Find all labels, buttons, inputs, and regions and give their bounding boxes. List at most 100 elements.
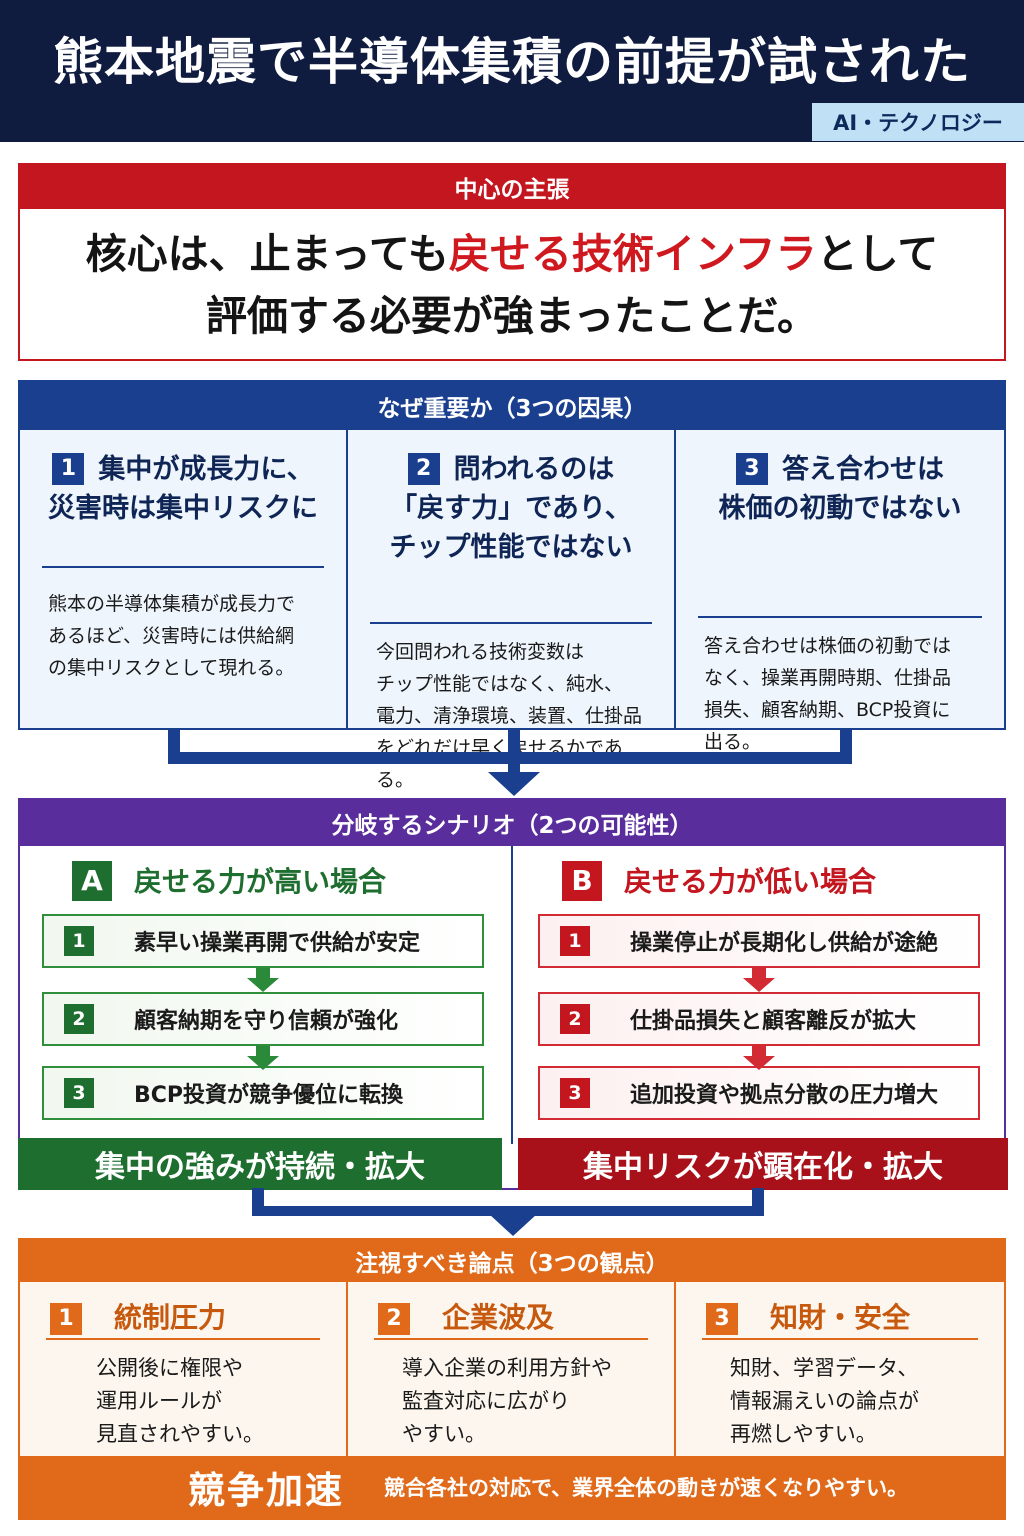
number-badge: 3 [735,453,768,485]
scenario-a-step-2: 2 顧客納期を守り信頼が強化 [42,992,484,1046]
claim-line-1-pre: 核心は、止まっても [85,230,449,278]
down-arrow-icon [247,978,279,992]
text-line: 監査対応に広がり [401,1389,570,1413]
divider [701,1338,978,1340]
step-number: 2 [64,1004,94,1034]
step-number: 3 [560,1078,590,1108]
scenario-panel: 分岐するシナリオ（2つの可能性） A 戻せる力が高い場合 B 戻せる力が低い場合 1… [18,798,1008,1190]
arrow-stem [256,1046,270,1056]
step-number: 1 [64,926,94,956]
step-label: BCP投資が競争優位に転換 [134,1083,404,1108]
text-line: やすい。 [401,1422,486,1446]
claim-line-2: 評価する必要が強まったことだ。 [205,292,819,340]
why-title-line: 答え合わせは [781,454,944,485]
why-title-line: チップ性能ではない [389,532,633,563]
scenario-b-title: B 戻せる力が低い場合 [562,860,876,901]
points-footer: 競争加速 競合各社の対応で、業界全体の動きが速くなりやすい。 [20,1456,1004,1518]
step-label: 仕掛品損失と顧客離反が拡大 [630,1009,917,1034]
text-line: 今回問われる技術変数は [375,641,585,663]
point-title-text: 統制圧力 [114,1301,227,1334]
point-title: 2 企業波及 [377,1296,654,1336]
step-label: 操業停止が長期化し供給が途絶 [630,931,939,956]
down-arrow-icon [488,772,540,796]
scenario-b-result: 集中リスクが顕在化・拡大 [518,1138,1008,1190]
text-line: 導入企業の利用方針や [401,1356,612,1380]
scenario-a-step-1: 1 素早い操業再開で供給が安定 [42,914,484,968]
text-line: チップ性能ではなく、純水、 [375,673,623,695]
divider [46,1338,320,1340]
point-text: 知財、学習データ、 情報漏えいの論点が 再燃しやすい。 [730,1352,919,1451]
why-title-line: 問われるのは [453,454,615,485]
down-arrow-icon [743,1056,775,1070]
text-line: 再燃しやすい。 [729,1422,877,1446]
why-heading: なぜ重要か（3つの因果） [20,382,1004,430]
why-title-line: 災害時は集中リスクに [47,493,318,524]
down-arrow-icon [489,1214,537,1236]
step-number: 1 [560,926,590,956]
letter-badge: A [72,861,112,901]
claim-line-1: 核心は、止まっても戻せる技術インフラとして [20,223,1004,285]
point-text: 導入企業の利用方針や 監査対応に広がり やすい。 [402,1352,612,1451]
text-line: 見直されやすい。 [96,1422,264,1446]
scenario-a-title-text: 戻せる力が高い場合 [134,865,387,898]
scenario-a-title: A 戻せる力が高い場合 [72,860,386,901]
scenario-b-step-3: 3 追加投資や拠点分散の圧力増大 [538,1066,980,1120]
point-text: 公開後に権限や 運用ルールが 見直されやすい。 [96,1352,264,1451]
scenario-b-title-text: 戻せる力が低い場合 [624,865,877,898]
text-line: 運用ルールが [96,1389,222,1413]
text-line: あるほど、災害時には供給網 [48,625,295,647]
footer-keyword: 競争加速 [188,1469,344,1512]
step-label: 追加投資や拠点分散の圧力増大 [630,1083,939,1108]
claim-heading: 中心の主張 [20,165,1004,209]
text-line: なく、操業再開時期、仕掛品 [703,667,951,689]
text-line: 情報漏えいの論点が [729,1389,919,1413]
scenario-b-step-1: 1 操業停止が長期化し供給が途絶 [538,914,980,968]
point-title-text: 企業波及 [441,1301,554,1334]
step-label: 顧客納期を守り信頼が強化 [134,1009,399,1034]
header-banner: 熊本地震で半導体集積の前提が試された AI・テクノロジー [0,0,1024,142]
scenario-heading: 分岐するシナリオ（2つの可能性） [20,800,1004,846]
down-arrow-icon [743,978,775,992]
central-claim-panel: 中心の主張 核心は、止まっても戻せる技術インフラとして 評価する必要が強まったこ… [18,163,1006,361]
scenario-a-result: 集中の強みが持続・拡大 [18,1138,502,1190]
divider [373,1338,648,1340]
page-title: 熊本地震で半導体集積の前提が試された [53,33,971,91]
text-line: 損失、顧客納期、BCP投資に [703,699,951,721]
divider [369,622,652,624]
arrow-stem [752,1046,766,1056]
claim-line-1-post: として [816,230,939,278]
text-line: 答え合わせは株価の初動では [703,635,951,657]
connector-line [252,1206,764,1216]
text-line: 知財、学習データ、 [729,1356,919,1380]
letter-badge: B [562,861,602,901]
points-heading: 注視すべき論点（3つの観点） [20,1240,1004,1282]
why-title-line: 「戻す力」であり、 [390,493,632,524]
claim-highlight: 戻せる技術インフラ [448,230,817,278]
why-title-line: 集中が成長力に、 [98,454,314,485]
text-line: 熊本の半導体集積が成長力で [48,593,296,615]
connector-line [508,752,520,774]
number-badge: 2 [407,453,440,485]
point-title-text: 知財・安全 [769,1301,910,1334]
step-number: 3 [64,1078,94,1108]
why-cause-title: 2 問われるのは 「戻す力」であり、 チップ性能ではない [348,430,674,566]
divider [42,566,324,568]
text-line: 公開後に権限や [96,1356,243,1380]
claim-text: 核心は、止まっても戻せる技術インフラとして 評価する必要が強まったことだ。 [20,209,1004,347]
category-tag[interactable]: AI・テクノロジー [812,103,1024,141]
number-badge: 2 [377,1303,410,1335]
divider [697,616,982,618]
down-arrow-icon [247,1056,279,1070]
text-line: の集中リスクとして現れる。 [48,657,295,679]
step-label: 素早い操業再開で供給が安定 [134,931,421,956]
